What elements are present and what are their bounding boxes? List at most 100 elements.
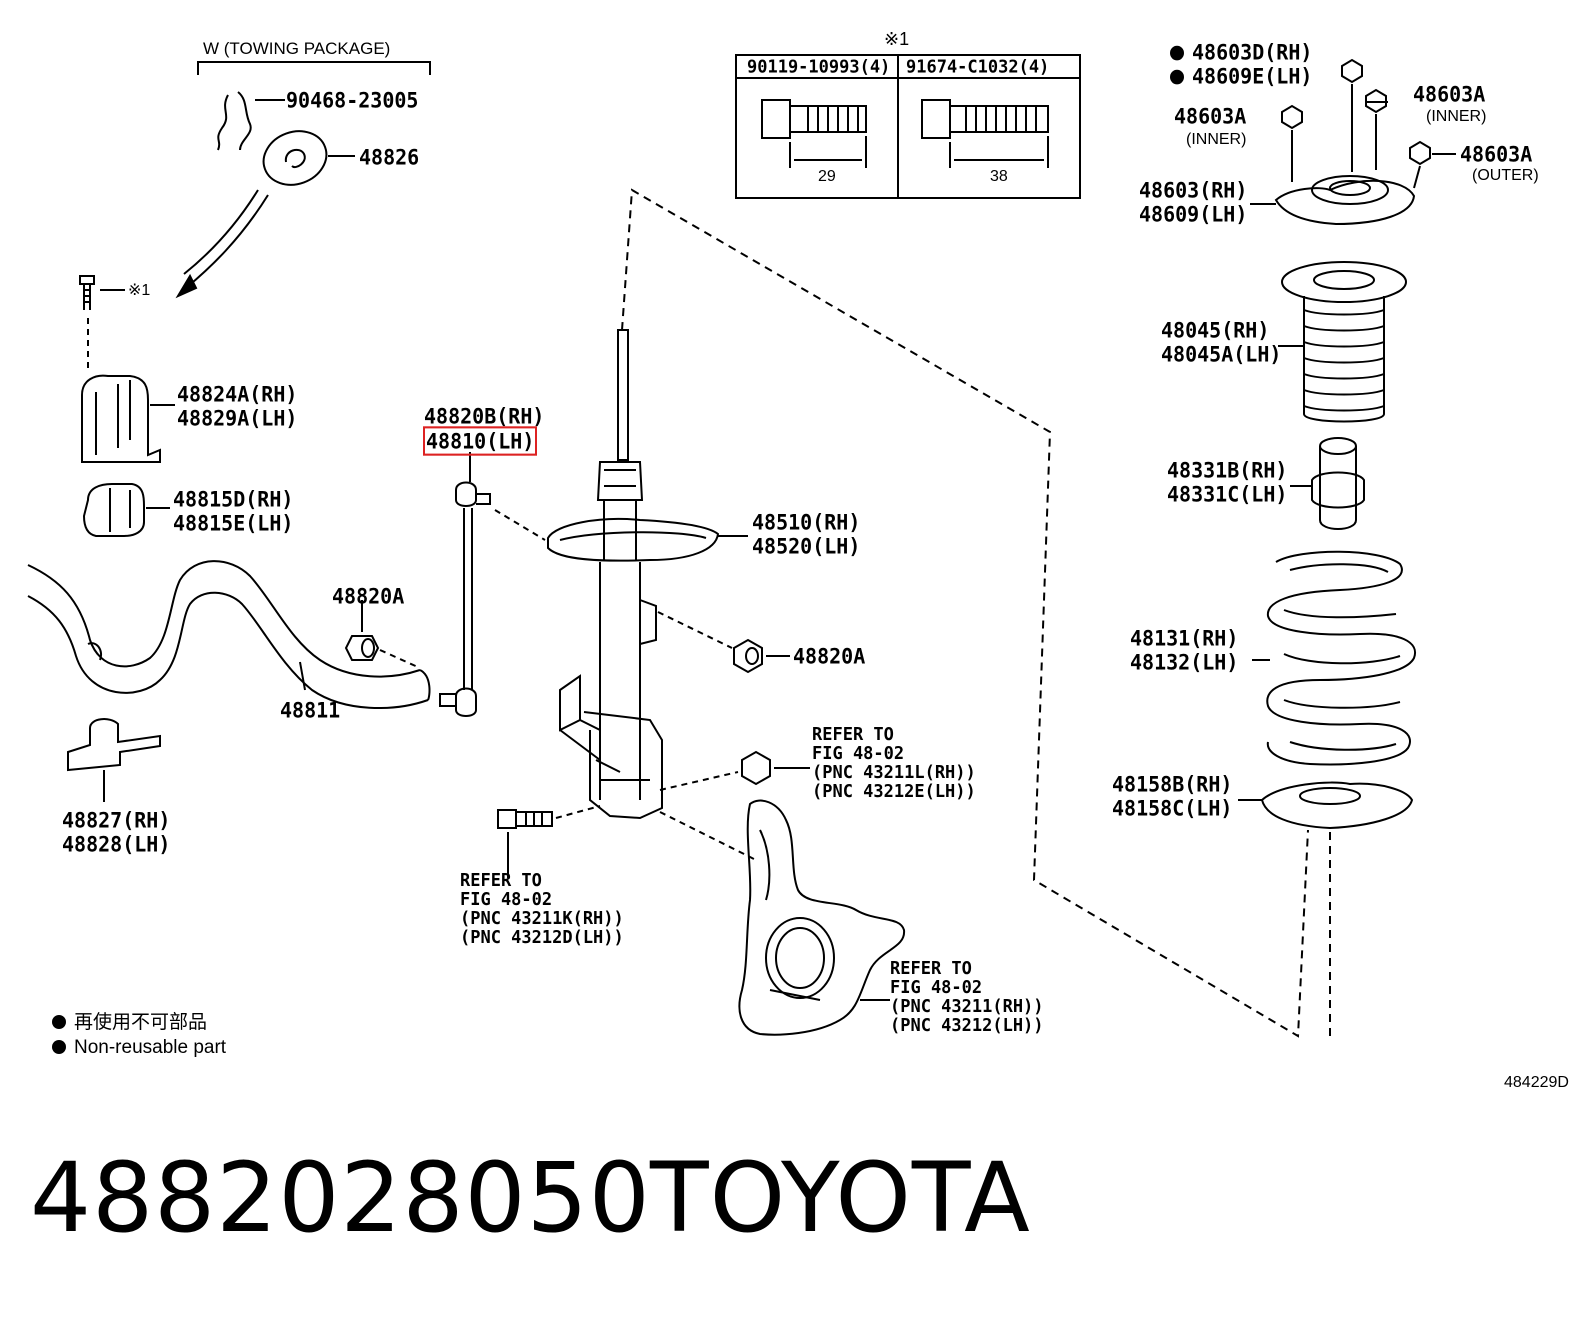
bolt-table-frame	[735, 54, 1081, 199]
lower-insulator-bore	[1299, 787, 1361, 805]
boot-body	[1303, 296, 1385, 423]
strut-body-top	[603, 500, 637, 560]
label-48811: 48811	[280, 697, 341, 723]
stopper-ring	[1311, 471, 1365, 509]
knuckle-bolt-thread	[525, 812, 543, 826]
table-dimension-38: 38	[990, 168, 1008, 185]
non-reusable-dot-icon	[52, 1015, 66, 1029]
knuckle-nut	[741, 750, 771, 786]
dash-line	[494, 509, 546, 541]
nut-48603A-outer	[1409, 140, 1431, 166]
washer-hole	[284, 148, 306, 168]
link-stud-bottom	[439, 693, 457, 707]
nut-48603D	[1341, 58, 1363, 84]
ref2-line3: (PNC 43211K(RH))	[460, 908, 624, 930]
label-48828: 48828(LH)	[62, 831, 171, 857]
label-48520: 48520(LH)	[752, 533, 861, 559]
strut-detail	[604, 469, 636, 487]
legend-text-en: Non-reusable part	[74, 1037, 227, 1058]
label-48603A-inner-right: 48603A	[1413, 81, 1486, 107]
knuckle-detail	[759, 829, 821, 1001]
ref2-line1: REFER TO	[460, 870, 542, 892]
nut-48603A-inner-left	[1281, 104, 1303, 130]
caption-part-number: 4882028050	[30, 1142, 651, 1254]
figure-code: 484229D	[1504, 1074, 1569, 1091]
ref1-line1: REFER TO	[812, 724, 894, 746]
link-joint-top	[455, 481, 477, 507]
label-48132: 48132(LH)	[1130, 649, 1239, 675]
label-48510: 48510(RH)	[752, 509, 861, 535]
spring-clip-part	[217, 91, 252, 151]
label-48815D: 48815D(RH)	[173, 486, 294, 512]
towing-bracket-line	[197, 61, 431, 75]
nut-part	[344, 635, 380, 661]
ref3-line1: REFER TO	[890, 958, 972, 980]
label-48609E-text: 48609E(LH)	[1192, 63, 1313, 89]
table-part-91674-C1032: 91674-C1032(4)	[906, 56, 1050, 78]
ref1-line2: FIG 48-02	[812, 743, 905, 765]
ref3-line2: FIG 48-02	[890, 977, 983, 999]
label-48810-highlighted: 48810(LH)	[423, 426, 538, 456]
label-outer: (OUTER)	[1472, 167, 1539, 184]
stopper-body	[1319, 446, 1357, 530]
dash-line	[379, 649, 421, 669]
label-inner-left: (INNER)	[1186, 131, 1247, 148]
table-bolt1-thread	[807, 106, 859, 132]
legend-line-en: Non-reusable part	[52, 1036, 226, 1060]
knuckle-hub-bore	[765, 917, 835, 999]
label-48603D: 48603D(RH)	[1170, 39, 1312, 65]
label-48824A: 48824A(RH)	[177, 381, 298, 407]
arrow-head	[175, 273, 198, 299]
label-48331B: 48331B(RH)	[1167, 457, 1288, 483]
nut-part-right	[733, 638, 763, 674]
washer-part	[262, 130, 328, 186]
table-dimension-29: 29	[818, 168, 836, 185]
label-48820B: 48820B(RH)	[424, 403, 545, 429]
towing-package-header: W (TOWING PACKAGE)	[203, 39, 391, 58]
label-48131: 48131(RH)	[1130, 625, 1239, 651]
bolt-thread	[84, 289, 90, 303]
ref3-line4: (PNC 43212(LH))	[890, 1015, 1044, 1037]
strut-knuckle-bracket	[559, 674, 601, 761]
label-48603: 48603(RH)	[1139, 177, 1248, 203]
boot-bellows	[1303, 309, 1385, 412]
label-48603A-inner-left: 48603A	[1174, 103, 1247, 129]
strut-body	[599, 562, 641, 800]
bar-detail	[87, 642, 431, 701]
label-48820A-left: 48820A	[332, 583, 405, 609]
bolt-part	[79, 275, 95, 310]
strut-upper	[596, 461, 644, 501]
ref2-line2: FIG 48-02	[460, 889, 553, 911]
legend-text-jp: 再使用不可部品	[74, 1012, 208, 1033]
label-48603A-outer: 48603A	[1460, 141, 1533, 167]
nut-48603A-inner-right	[1365, 88, 1387, 114]
dash-line	[659, 771, 739, 791]
label-90468-23005: 90468-23005	[286, 87, 419, 113]
link-stud-top	[476, 493, 491, 505]
label-48158B: 48158B(RH)	[1112, 771, 1233, 797]
bracket-detail	[95, 380, 131, 455]
bracket-part	[81, 374, 161, 463]
non-reusable-dot-icon	[1170, 69, 1184, 85]
coil-spring-inner	[1283, 563, 1401, 751]
arrow-curve	[185, 194, 269, 289]
dash-line	[657, 611, 733, 649]
ref1-line3: (PNC 43211L(RH))	[812, 762, 976, 784]
bushing-part	[82, 483, 145, 537]
ref2-line4: (PNC 43212D(LH))	[460, 927, 624, 949]
upper-support-bore	[1329, 180, 1371, 196]
label-inner-right: (INNER)	[1426, 108, 1487, 125]
table-bolt2-thread	[965, 106, 1037, 132]
legend-line-jp: 再使用不可部品	[52, 1011, 207, 1035]
strut-rod	[617, 329, 629, 461]
ref3-line3: (PNC 43211(RH))	[890, 996, 1044, 1018]
link-joint-bottom	[455, 687, 477, 717]
spring-seat-48510	[547, 517, 720, 562]
lower-insulator	[1260, 781, 1414, 830]
spring-seat-detail	[559, 531, 707, 541]
label-48045A: 48045A(LH)	[1161, 341, 1282, 367]
strut-lower-bracket	[583, 711, 663, 820]
table-bolt2-shank	[950, 105, 1049, 133]
